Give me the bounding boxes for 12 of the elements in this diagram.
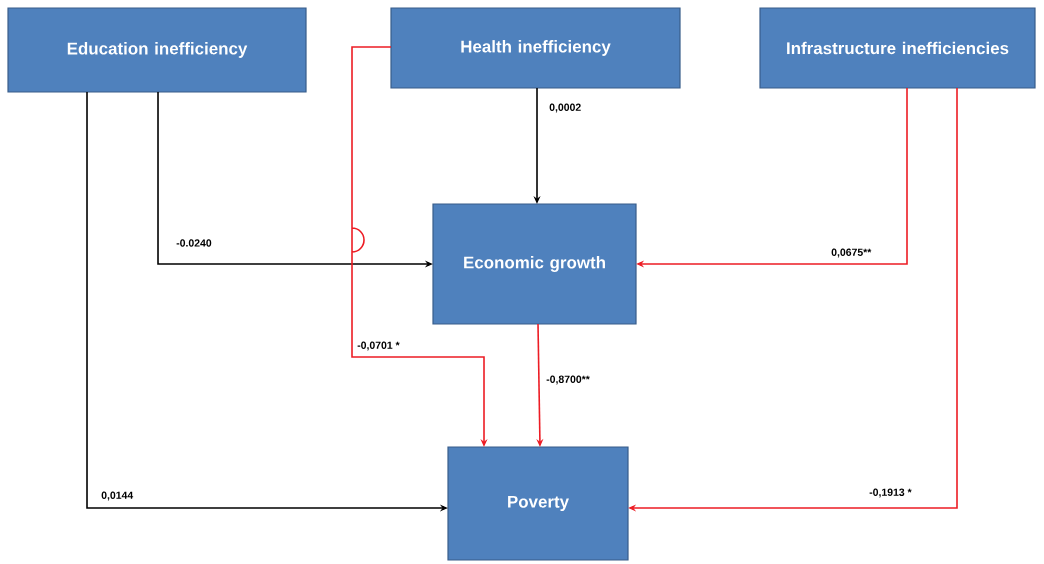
process-box: Infrastructure inefficiencies [759,7,1036,89]
edge-label: -0.0240 [175,238,213,248]
edge-label: -0,8700** [545,374,591,386]
process-box: Health inefficiency [390,7,681,89]
edge-label: -0,0701 * [356,340,401,352]
process-box: Poverty [447,446,629,561]
edge-label: 0,0675** [830,247,873,259]
edge-label: 0,0144 [100,490,135,502]
edge-label: -0,1913 * [868,487,913,499]
edge-label: 0,0002 [548,102,583,114]
process-box: Education inefficiency [7,7,307,93]
process-box: Economic growth [432,203,637,325]
